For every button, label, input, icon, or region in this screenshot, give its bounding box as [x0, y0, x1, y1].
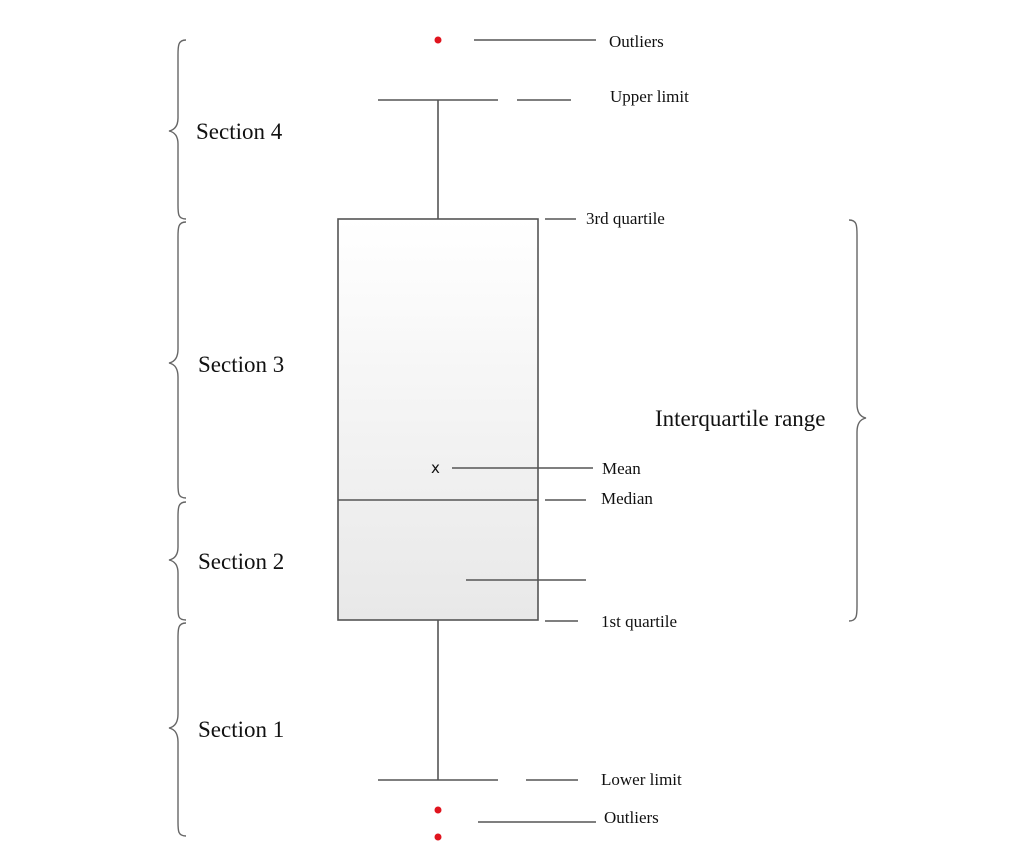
- third-quartile-label: 3rd quartile: [586, 209, 665, 228]
- outlier-point-bottom-2: [434, 833, 442, 841]
- section-2-brace: [168, 501, 187, 621]
- section-1-label: Section 1: [198, 717, 284, 742]
- mean-label: Mean: [602, 459, 641, 478]
- interquartile-box: [337, 218, 539, 621]
- section-3-brace: [168, 221, 187, 499]
- section-2-label: Section 2: [198, 549, 284, 574]
- interquartile-range-label: Interquartile range: [655, 406, 826, 431]
- upper-limit-label: Upper limit: [610, 87, 689, 106]
- interquartile-range-brace: [848, 219, 867, 622]
- first-quartile-label: 1st quartile: [601, 612, 677, 631]
- outliers-top-label: Outliers: [609, 32, 664, 51]
- outlier-point-top: [434, 36, 442, 44]
- lower-limit-label: Lower limit: [601, 770, 682, 789]
- outliers-bottom-label: Outliers: [604, 808, 659, 827]
- section-1-brace: [168, 622, 187, 837]
- section-4-brace: [168, 39, 187, 220]
- mean-marker: x: [431, 459, 440, 477]
- median-label: Median: [601, 489, 653, 508]
- outlier-point-bottom-1: [434, 806, 442, 814]
- section-3-label: Section 3: [198, 352, 284, 377]
- section-4-label: Section 4: [196, 119, 283, 144]
